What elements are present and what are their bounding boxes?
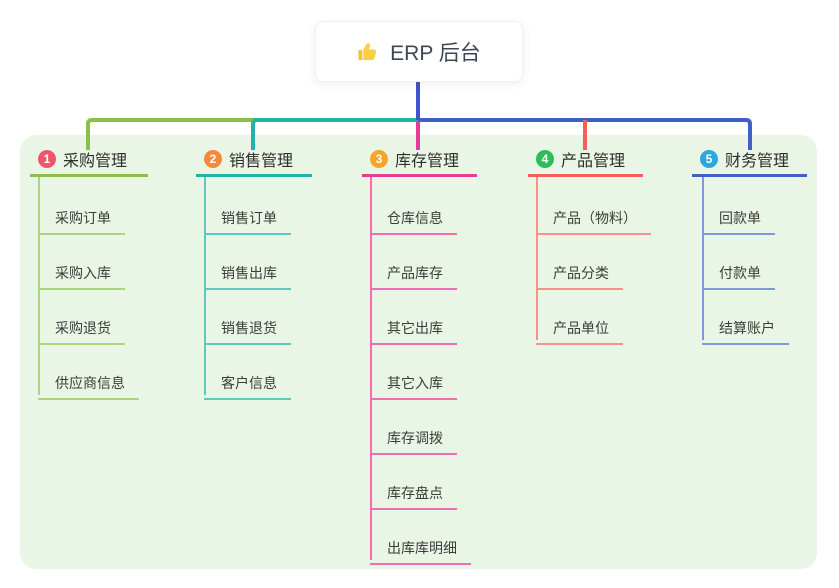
child-connector-line <box>370 177 372 560</box>
child-node[interactable]: 产品分类 <box>536 255 623 290</box>
child-node[interactable]: 采购退货 <box>38 310 125 345</box>
child-connector-line <box>702 177 704 340</box>
child-node[interactable]: 采购入库 <box>38 255 125 290</box>
child-node[interactable]: 产品单位 <box>536 310 623 345</box>
branch-node-inventory[interactable]: 3 库存管理 <box>362 143 477 177</box>
child-node[interactable]: 销售退货 <box>204 310 291 345</box>
child-connector-line <box>204 177 206 395</box>
thumbs-up-icon <box>358 43 377 61</box>
branch-number-badge: 5 <box>700 149 718 168</box>
child-node[interactable]: 销售订单 <box>204 200 291 235</box>
child-node[interactable]: 产品（物料） <box>536 200 651 235</box>
branch-label: 产品管理 <box>561 152 626 170</box>
child-node[interactable]: 结算账户 <box>702 310 789 345</box>
branch-node-sales[interactable]: 2 销售管理 <box>196 143 312 177</box>
child-node[interactable]: 付款单 <box>702 255 775 290</box>
child-node[interactable]: 采购订单 <box>38 200 125 235</box>
child-node[interactable]: 供应商信息 <box>38 365 139 400</box>
child-node[interactable]: 产品库存 <box>370 255 457 290</box>
branch-number-badge: 4 <box>536 149 554 168</box>
child-node[interactable]: 出库库明细 <box>370 530 471 565</box>
branch-number-badge: 1 <box>38 149 56 168</box>
branch-label: 库存管理 <box>395 152 460 170</box>
root-title: ERP 后台 <box>390 41 481 65</box>
child-connector-line <box>38 177 40 395</box>
branch-number-badge: 2 <box>204 149 222 168</box>
child-node[interactable]: 客户信息 <box>204 365 291 400</box>
child-node[interactable]: 仓库信息 <box>370 200 457 235</box>
child-connector-line <box>536 177 538 340</box>
branch-label: 采购管理 <box>63 152 128 170</box>
branch-node-product[interactable]: 4 产品管理 <box>528 143 643 177</box>
branch-node-purchase[interactable]: 1 采购管理 <box>30 143 148 177</box>
branch-label: 财务管理 <box>725 152 790 170</box>
child-node[interactable]: 其它出库 <box>370 310 457 345</box>
root-node-erp[interactable]: ERP 后台 <box>315 21 523 82</box>
branch-node-finance[interactable]: 5 财务管理 <box>692 143 807 177</box>
child-node[interactable]: 库存调拨 <box>370 420 457 455</box>
child-node[interactable]: 库存盘点 <box>370 475 457 510</box>
branch-label: 销售管理 <box>229 152 294 170</box>
mindmap-canvas-panel <box>20 135 817 569</box>
child-node[interactable]: 回款单 <box>702 200 775 235</box>
branch-number-badge: 3 <box>370 149 388 168</box>
child-node[interactable]: 其它入库 <box>370 365 457 400</box>
child-node[interactable]: 销售出库 <box>204 255 291 290</box>
